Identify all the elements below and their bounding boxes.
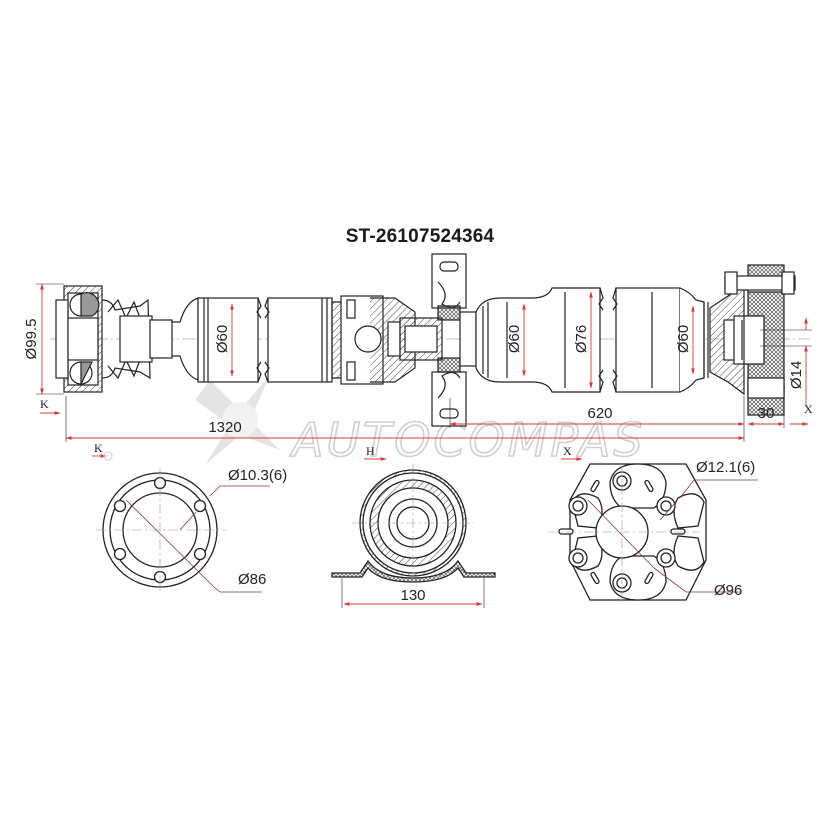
detail-h-marker: H [366, 444, 375, 458]
detail-center-bearing: H 130 [331, 444, 496, 608]
dim-rear-tube-mid-diameter: Ø76 [573, 325, 590, 353]
dim-rear-length: 620 [587, 405, 612, 422]
detail-x-pitch-diameter: Ø96 [714, 582, 742, 599]
detail-front-flange: K Ø10.3(6) Ø86 [92, 441, 287, 593]
detail-x-marker: X [563, 444, 572, 458]
dim-rear-tube-end-diameter: Ø60 [675, 325, 692, 353]
front-tube [197, 297, 333, 383]
rear-flex-coupling [709, 264, 796, 416]
part-number-title: ST-26107524364 [345, 226, 495, 247]
dim-coupling-width: 30 [758, 405, 775, 422]
view-marker-k: K [40, 397, 49, 411]
dim-rear-tube-front-diameter: Ø60 [506, 325, 523, 353]
dim-flange-diameter: Ø99.5 [23, 319, 40, 360]
dimension-labels-main: Ø99.5 Ø60 Ø60 Ø76 Ø60 Ø14 1320 620 30 K … [23, 319, 813, 436]
dim-coupling-bore: Ø14 [788, 361, 805, 389]
detail-k-hole-spec: Ø10.3(6) [228, 467, 287, 484]
detail-k-marker: K [94, 441, 103, 455]
detail-flex-coupling: X [548, 444, 758, 604]
detail-h-width: 130 [400, 587, 425, 604]
center-bearing [431, 253, 477, 427]
universal-joint [331, 295, 443, 385]
dimensions-main [36, 283, 812, 442]
rear-tube [475, 287, 709, 393]
detail-x-hole-spec: Ø12.1(6) [696, 459, 755, 476]
view-marker-x: X [804, 402, 813, 416]
front-cv-joint [55, 285, 199, 393]
detail-k-pitch-diameter: Ø86 [238, 571, 266, 588]
dim-front-tube-diameter: Ø60 [214, 325, 231, 353]
dim-total-length: 1320 [208, 419, 241, 436]
